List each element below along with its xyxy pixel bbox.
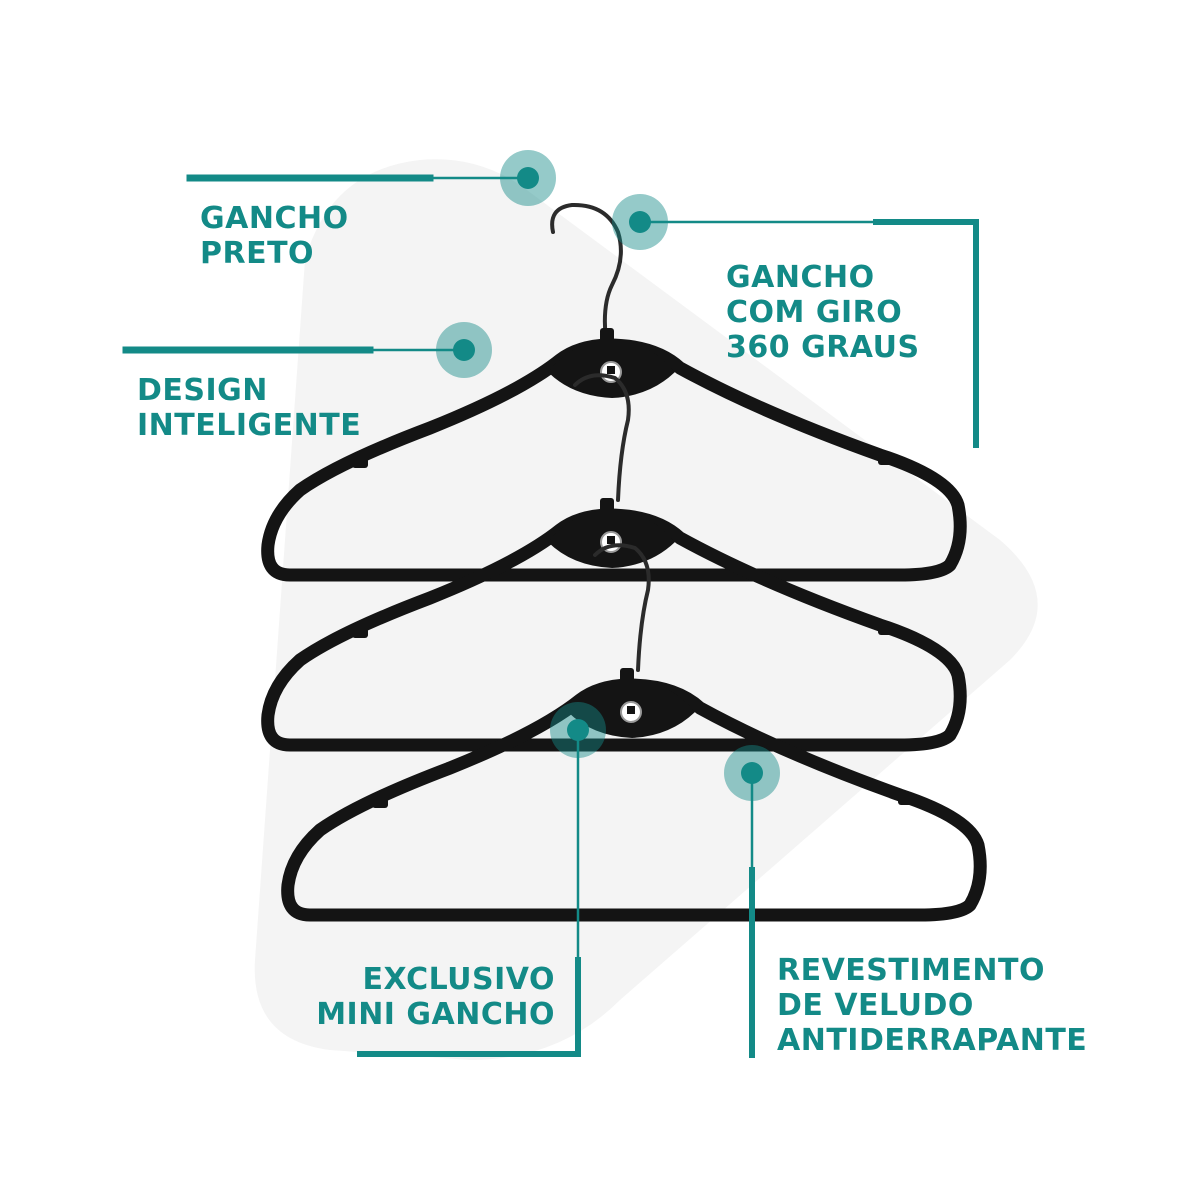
callout-dots <box>436 150 780 801</box>
callout-design-inteligente: DESIGN INTELIGENTE <box>137 373 361 443</box>
callout-gancho-preto-line-1: GANCHO <box>200 201 349 236</box>
callout-gancho-giro: GANCHO COM GIRO 360 GRAUS <box>726 260 920 365</box>
callout-revestimento: REVESTIMENTO DE VELUDO ANTIDERRAPANTE <box>777 953 1087 1058</box>
gancho-giro-dot <box>612 194 668 250</box>
callout-revestimento-line-2: DE VELUDO <box>777 988 974 1023</box>
hanger-2 <box>261 373 967 752</box>
hanger-body <box>261 338 967 582</box>
callout-lines <box>122 174 979 1058</box>
hanger-body <box>281 678 987 922</box>
hanger-stack <box>261 202 987 922</box>
hanger-3 <box>281 543 987 922</box>
giro-leader-thick <box>873 219 979 448</box>
gancho-preto-dot <box>500 150 556 206</box>
callout-mini-gancho-line-2: MINI GANCHO <box>316 997 555 1032</box>
right-shoulder-notch <box>878 625 894 635</box>
callout-mini-gancho-line-1: EXCLUSIVO <box>362 962 555 997</box>
mini-hook-notch <box>627 706 635 714</box>
left-shoulder-notch <box>372 798 388 808</box>
callout-gancho-preto: GANCHO PRETO <box>200 201 349 271</box>
callout-gancho-preto-line-2: PRETO <box>200 236 315 271</box>
left-shoulder-notch <box>352 458 368 468</box>
callout-gancho-giro-line-1: GANCHO <box>726 260 875 295</box>
callout-design-line-2: INTELIGENTE <box>137 408 362 443</box>
callout-revestimento-line-3: ANTIDERRAPANTE <box>777 1023 1088 1058</box>
mini-gancho-dot <box>550 702 606 758</box>
mini-gancho-leader-thick <box>357 957 581 1057</box>
mini-hook-notch <box>607 366 615 374</box>
hanger-body <box>261 508 967 752</box>
callout-gancho-giro-line-3: 360 GRAUS <box>726 330 920 365</box>
callout-revestimento-line-1: REVESTIMENTO <box>777 953 1045 988</box>
callout-mini-gancho: EXCLUSIVO MINI GANCHO <box>316 962 555 1032</box>
hanger-1 <box>261 202 967 582</box>
mini-hook-notch <box>607 536 615 544</box>
revestimento-dot <box>724 745 780 801</box>
design-dot <box>436 322 492 378</box>
background-watermark-shape <box>254 159 1038 1060</box>
hanger-hook <box>573 373 631 502</box>
right-shoulder-notch <box>898 795 914 805</box>
hanger-hook <box>550 202 623 342</box>
left-shoulder-notch <box>352 628 368 638</box>
callout-gancho-giro-line-2: COM GIRO <box>726 295 903 330</box>
hanger-hook <box>593 543 651 672</box>
callout-design-line-1: DESIGN <box>137 373 268 408</box>
right-shoulder-notch <box>878 455 894 465</box>
